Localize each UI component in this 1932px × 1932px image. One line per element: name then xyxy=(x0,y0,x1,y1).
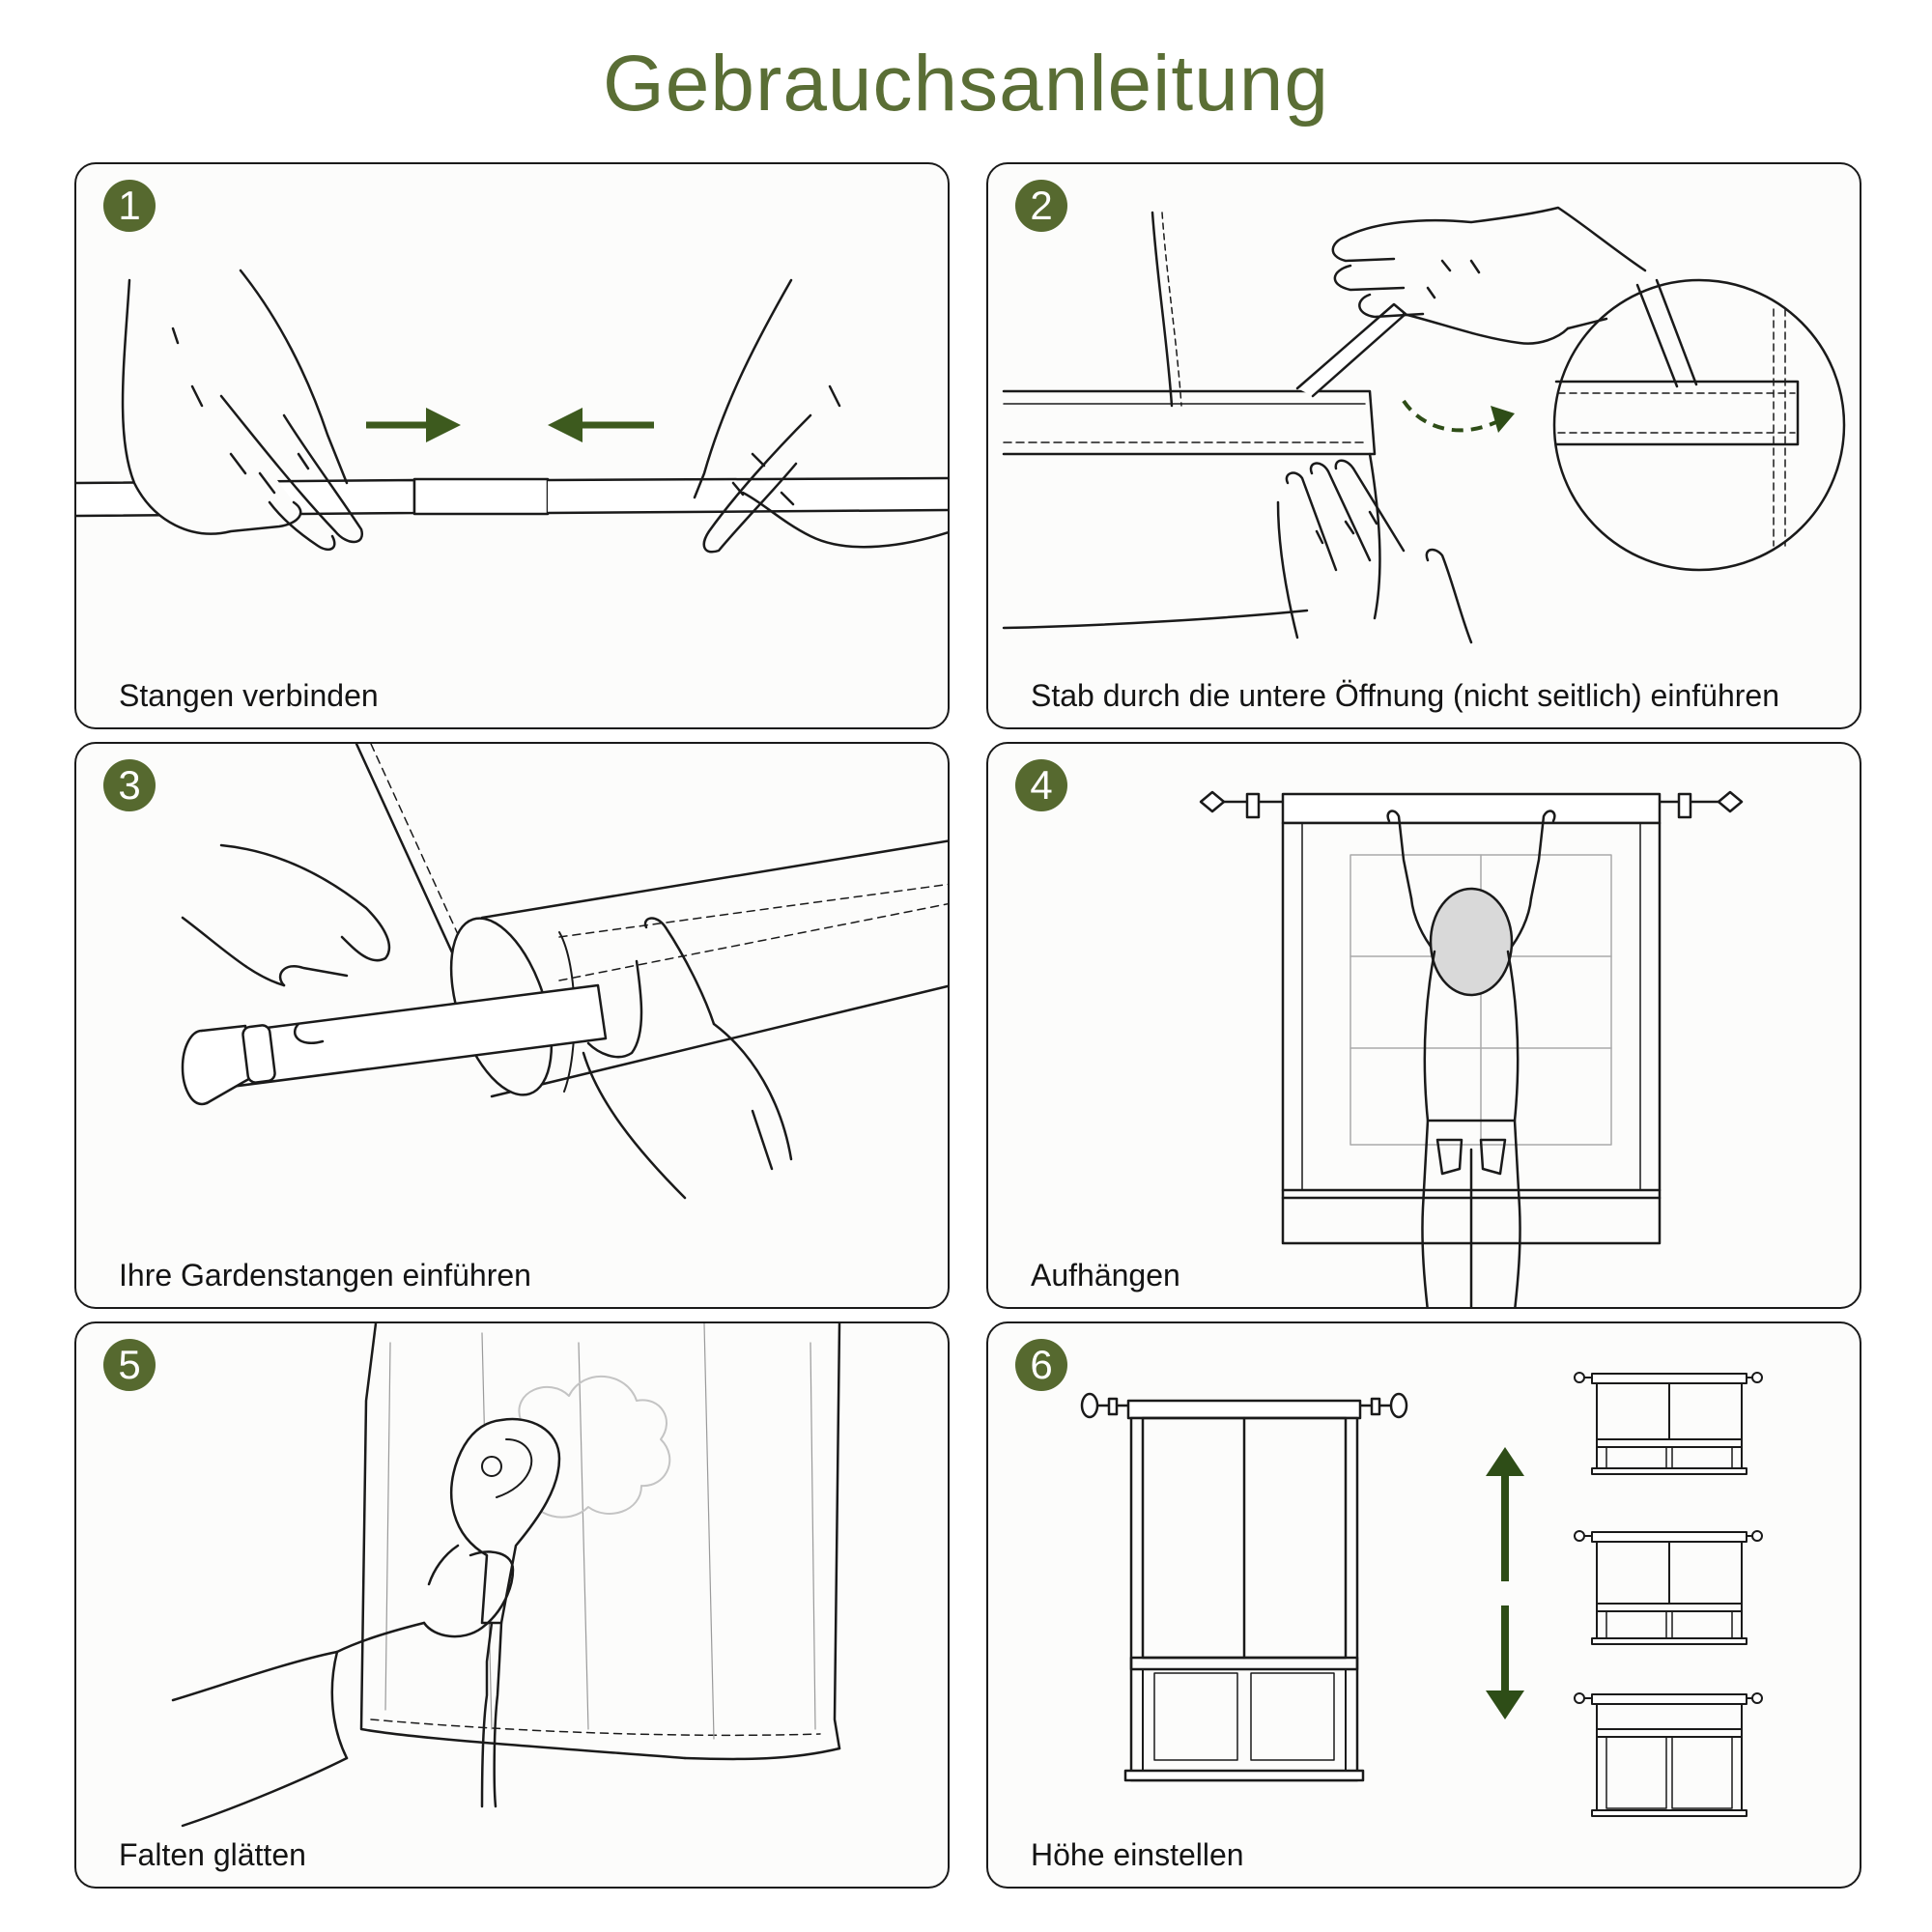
step-2-panel: 2 xyxy=(986,162,1861,729)
step-6-illustration xyxy=(988,1323,1861,1889)
step-3-panel: 3 xyxy=(74,742,950,1309)
step-3-caption: Ihre Gardenstangen einführen xyxy=(119,1258,531,1293)
magnifier-circle-icon xyxy=(1554,280,1844,570)
hand-left-icon xyxy=(123,270,362,550)
step-2-badge: 2 xyxy=(1015,180,1067,232)
step-4-illustration xyxy=(988,744,1861,1309)
step-6-badge: 6 xyxy=(1015,1339,1067,1391)
arrow-up-icon xyxy=(1486,1447,1524,1581)
arrow-down-icon xyxy=(1486,1605,1524,1719)
arrow-right-icon xyxy=(366,408,461,442)
step-6-caption: Höhe einstellen xyxy=(1031,1837,1244,1872)
step-3-badge: 3 xyxy=(103,759,156,811)
step-4-caption: Aufhängen xyxy=(1031,1258,1180,1293)
step-1-caption: Stangen verbinden xyxy=(119,678,379,713)
arrow-left-icon xyxy=(548,408,654,442)
hand-right-icon xyxy=(695,280,950,552)
page-title: Gebrauchsanleitung xyxy=(603,40,1329,128)
dashed-curved-arrow-icon xyxy=(1404,401,1515,433)
step-5-panel: 5 xyxy=(74,1321,950,1889)
step-4-badge: 4 xyxy=(1015,759,1067,811)
step-5-caption: Falten glätten xyxy=(119,1837,306,1872)
step-6-panel: 6 xyxy=(986,1321,1861,1889)
step-2-caption: Stab durch die untere Öffnung (nicht sei… xyxy=(1031,678,1779,713)
step-1-illustration xyxy=(76,164,950,729)
step-5-badge: 5 xyxy=(103,1339,156,1391)
step-4-panel: 4 xyxy=(986,742,1861,1309)
step-5-illustration xyxy=(76,1323,950,1889)
step-3-illustration xyxy=(76,744,950,1309)
step-2-illustration xyxy=(988,164,1861,729)
step-1-panel: 1 xyxy=(74,162,950,729)
step-1-badge: 1 xyxy=(103,180,156,232)
